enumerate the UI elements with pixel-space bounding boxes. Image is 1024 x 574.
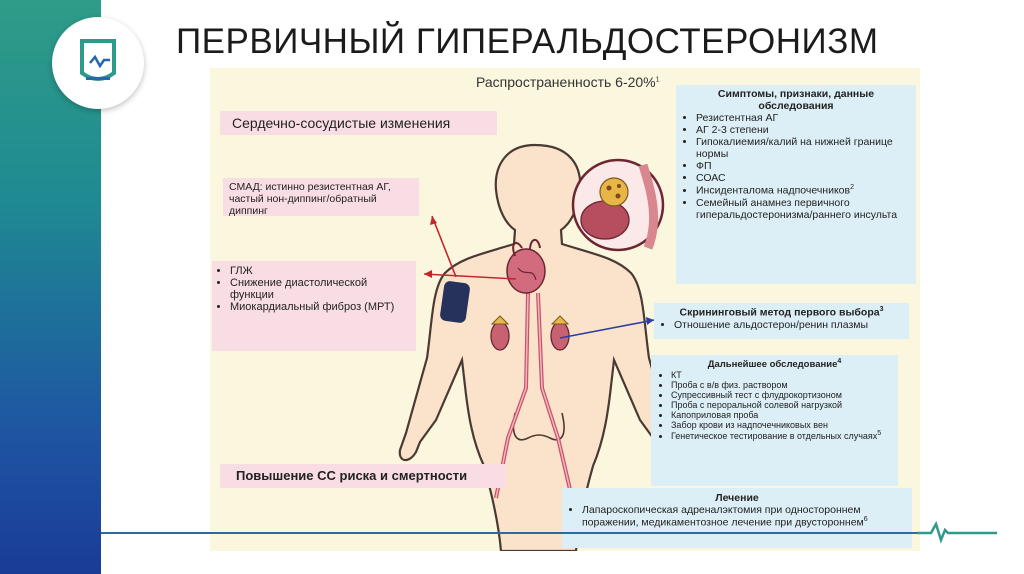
list-item: Гипокалиемия/калий на нижней границе нор… [696, 136, 910, 160]
arrow-smad-head [430, 216, 437, 225]
list-item: КТ [671, 370, 892, 380]
cardio-changes-header: Сердечно-сосудистые изменения [220, 111, 497, 135]
arrow-screening-head [646, 317, 654, 325]
heart-organ [506, 239, 546, 294]
heartbeat-icon [917, 520, 997, 544]
list-item: Лапароскопическая адреналэктомия при одн… [582, 504, 906, 529]
treatment-list: Лапароскопическая адреналэктомия при одн… [568, 504, 906, 529]
list-item: Снижение диастолической функции [230, 277, 412, 301]
further-tests-list: КТ Проба с в/в физ. раствором Супрессивн… [657, 370, 892, 441]
body-illustration [398, 143, 678, 551]
list-item: Миокардиальный фиброз (МРТ) [230, 301, 412, 313]
human-body-silhouette [398, 143, 678, 551]
adrenal-zoom-circle [571, 158, 665, 252]
prevalence-label: Распространенность 6-20%1 [476, 74, 660, 90]
symptoms-list: Резистентная АГ АГ 2-3 степени Гипокалие… [682, 112, 910, 221]
treatment-box: Лечение Лапароскопическая адреналэктомия… [562, 488, 912, 548]
smad-box: СМАД: истинно резистентная АГ, частый но… [223, 178, 419, 217]
bp-cuff [440, 281, 470, 323]
list-item: Проба с пероральной солевой нагрузкой [671, 400, 892, 410]
list-item: Капоприловая проба [671, 410, 892, 420]
arrow-screening [559, 319, 655, 339]
page-title: ПЕРВИЧНЫЙ ГИПЕРАЛЬДОСТЕРОНИЗМ [176, 22, 879, 61]
treatment-header: Лечение [715, 492, 759, 504]
symptoms-box: Симптомы, признаки, данные обследования … [676, 85, 916, 284]
hyperaldosteronism-figure: Распространенность 6-20%1 Сердечно-сосуд… [210, 68, 920, 551]
list-item: Забор крови из надпочечниковых вен [671, 420, 892, 430]
college-logo [52, 17, 144, 109]
symptoms-header: Симптомы, признаки, данные обследования [717, 88, 875, 112]
bottom-divider [101, 532, 921, 534]
risk-box: Повышение СС риска и смертности [220, 464, 506, 488]
list-item: ФП [696, 160, 910, 172]
list-item: Отношение альдостерон/ренин плазмы [674, 319, 903, 331]
list-item: Резистентная АГ [696, 112, 910, 124]
list-item: СОАС [696, 172, 910, 184]
arrow-heart [423, 273, 517, 280]
list-item: ГЛЖ [230, 265, 412, 277]
heart-changes-list: ГЛЖ Снижение диастолической функции Миок… [216, 265, 412, 313]
screening-list: Отношение альдостерон/ренин плазмы [660, 319, 903, 331]
arrow-smad [431, 215, 457, 278]
screening-box: Скрининговый метод первого выбора3 Отнош… [654, 303, 909, 339]
list-item: Семейный анамнез первичного гиперальдост… [696, 197, 910, 221]
list-item: АГ 2-3 степени [696, 124, 910, 136]
further-tests-box: Дальнейшее обследование4 КТ Проба с в/в … [651, 355, 898, 486]
list-item: Супрессивный тест с флудрокортизоном [671, 390, 892, 400]
further-tests-header: Дальнейшее обследование4 [707, 358, 842, 371]
list-item: Проба с в/в физ. раствором [671, 380, 892, 390]
arrow-heart-head [424, 270, 432, 278]
heart-changes-box: ГЛЖ Снижение диастолической функции Миок… [212, 261, 416, 351]
groin-outline [512, 412, 565, 441]
list-item: Инсиденталома надпочечников2 [696, 184, 910, 197]
college-logo-icon [80, 39, 116, 81]
screening-header: Скрининговый метод первого выбора3 [679, 306, 884, 319]
list-item: Генетическое тестирование в отдельных сл… [671, 430, 892, 441]
adrenal-glands [490, 315, 570, 325]
